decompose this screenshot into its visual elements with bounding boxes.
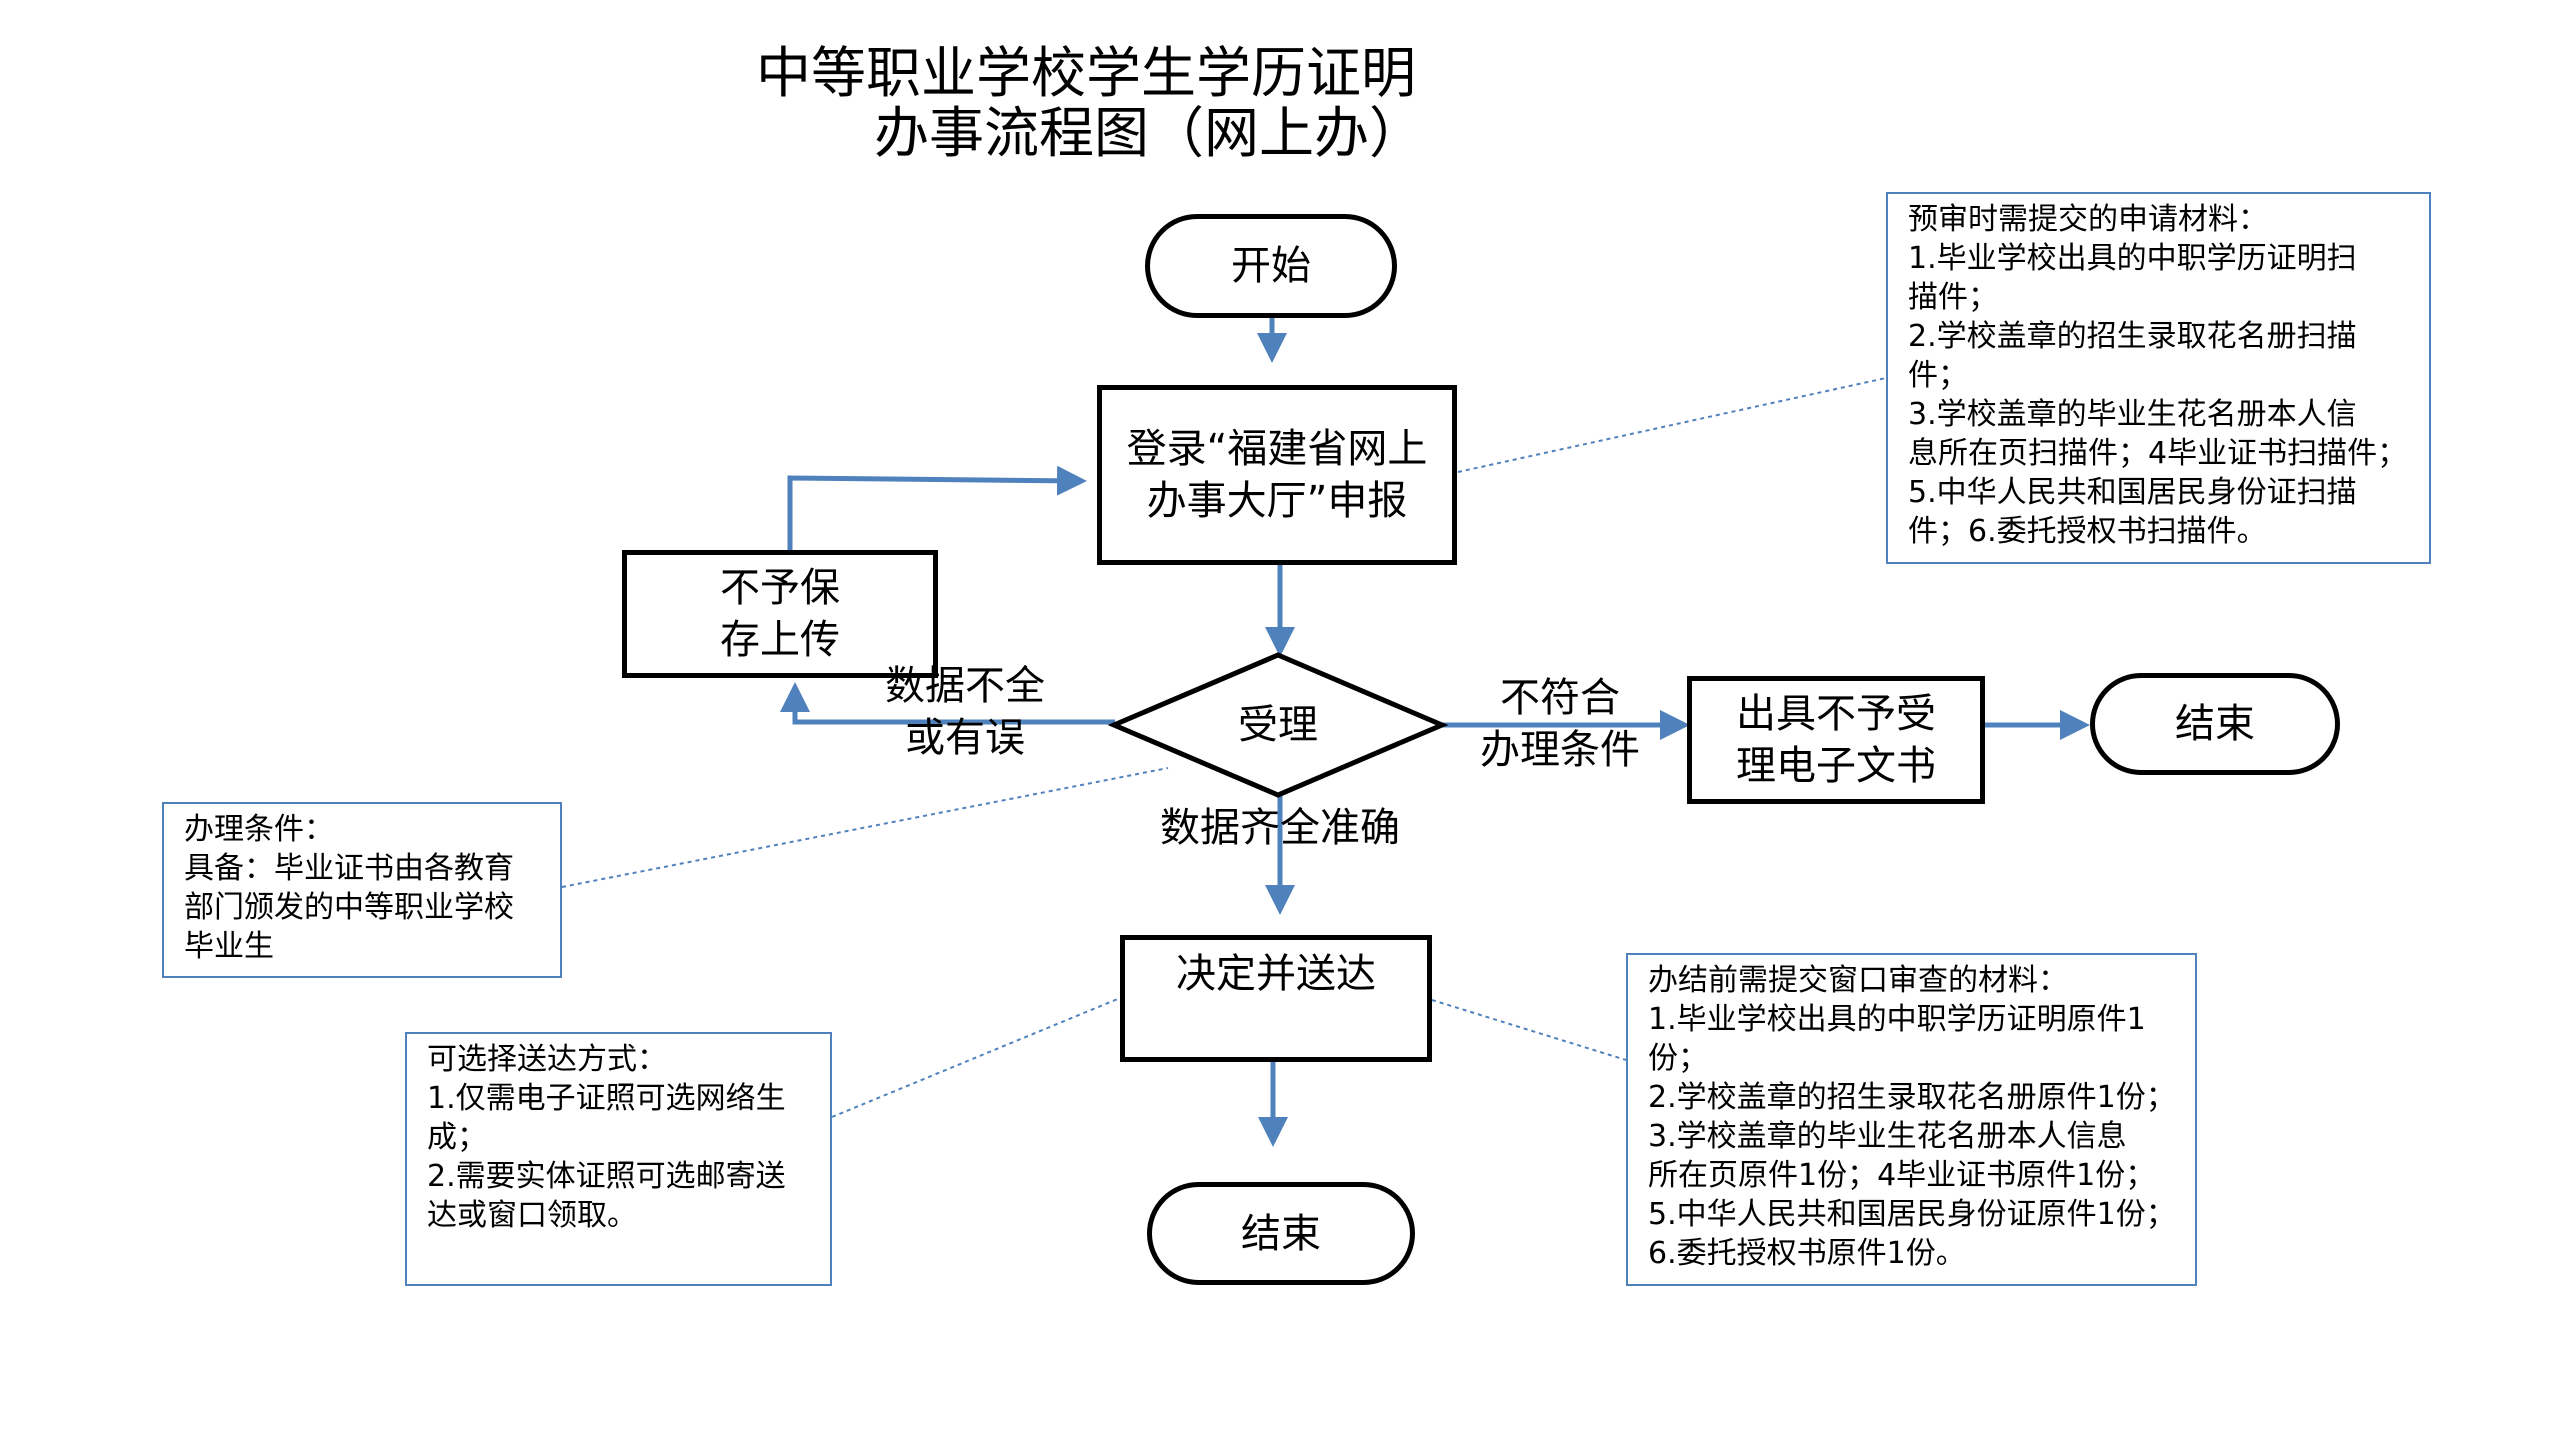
- arrow-accept-to-reject-save: [780, 682, 1115, 725]
- not-accept-doc-node: 出具不予受 理电子文书: [1687, 676, 1985, 804]
- note-delivery-line: 成；: [427, 1120, 487, 1155]
- note-final-materials-line: 2.学校盖章的招生录取花名册原件1份；: [1648, 1080, 2176, 1115]
- callout-line-pre-review: [1457, 377, 1887, 473]
- callout-line-delivery: [831, 997, 1121, 1118]
- note-final-materials-line: 3.学校盖章的毕业生花名册本人信息: [1648, 1119, 2127, 1154]
- end-node-right-label: 结束: [2175, 701, 2255, 747]
- login-node-label-line2: 办事大厅”申报: [1146, 478, 1408, 524]
- end-node-bottom: 结束: [1147, 1182, 1415, 1285]
- note-pre-review-line: 件；6.委托授权书扫描件。: [1908, 514, 2267, 549]
- end-node-right: 结束: [2090, 673, 2340, 775]
- note-conditions-line: 部门颁发的中等职业学校: [184, 890, 514, 925]
- login-node-label-line1: 登录“福建省网上: [1126, 426, 1428, 472]
- note-pre-review: 预审时需提交的申请材料： 1.毕业学校出具的中职学历证明扫 描件； 2.学校盖章…: [1886, 192, 2431, 564]
- note-pre-review-line: 1.毕业学校出具的中职学历证明扫: [1908, 241, 2357, 276]
- end-node-bottom-label: 结束: [1241, 1210, 1321, 1257]
- reject-save-label-line2: 存上传: [720, 617, 840, 663]
- edge-label-incomplete-line1: 数据不全: [885, 663, 1045, 709]
- note-final-materials-line: 办结前需提交窗口审查的材料：: [1648, 963, 2068, 998]
- edge-label-complete: 数据齐全准确: [1140, 802, 1420, 854]
- login-node: 登录“福建省网上 办事大厅”申报: [1097, 385, 1457, 565]
- accept-diamond-shape: [1107, 652, 1449, 798]
- accept-node-label: 受理: [1238, 702, 1318, 748]
- note-final-materials-line: 所在页原件1份；4毕业证书原件1份；: [1648, 1158, 2156, 1193]
- arrow-reject-save-to-login: [787, 465, 1087, 550]
- note-delivery-line: 可选择送达方式：: [427, 1042, 667, 1077]
- note-pre-review-line: 件；: [1908, 358, 1968, 393]
- note-delivery-line: 2.需要实体证照可选邮寄送: [427, 1159, 786, 1194]
- not-accept-doc-label-line1: 出具不予受: [1736, 691, 1936, 737]
- note-pre-review-line: 2.学校盖章的招生录取花名册扫描: [1908, 319, 2357, 354]
- reject-save-node: 不予保 存上传: [622, 550, 938, 678]
- accept-node: 受理: [1150, 695, 1406, 755]
- note-final-materials-line: 1.毕业学校出具的中职学历证明原件1: [1648, 1002, 2146, 1037]
- decide-deliver-label: 决定并送达: [1176, 951, 1376, 997]
- page-title-line1: 中等职业学校学生学历证明: [756, 41, 1417, 105]
- note-pre-review-line: 描件；: [1908, 280, 1998, 315]
- edge-label-incomplete-line2: 或有误: [905, 715, 1025, 761]
- note-final-materials-line: 6.委托授权书原件1份。: [1648, 1236, 1966, 1271]
- note-delivery-line: 达或窗口领取。: [427, 1198, 637, 1233]
- note-final-materials-line: 5.中华人民共和国居民身份证原件1份；: [1648, 1197, 2176, 1232]
- note-final-materials: 办结前需提交窗口审查的材料： 1.毕业学校出具的中职学历证明原件1 份； 2.学…: [1626, 953, 2197, 1286]
- edge-label-not-meet: 不符合 办理条件: [1470, 672, 1650, 776]
- callout-line-conditions: [561, 767, 1169, 888]
- page-title-line2: 办事流程图（网上办）: [874, 101, 1425, 165]
- note-conditions: 办理条件： 具备：毕业证书由各教育 部门颁发的中等职业学校 毕业生: [162, 802, 562, 978]
- decide-deliver-node: 决定并送达: [1120, 935, 1432, 1062]
- note-pre-review-line: 5.中华人民共和国居民身份证扫描: [1908, 475, 2357, 510]
- note-pre-review-line: 3.学校盖章的毕业生花名册本人信: [1908, 397, 2357, 432]
- callout-line-final-materials: [1431, 999, 1627, 1061]
- edge-label-incomplete: 数据不全 或有误: [875, 660, 1055, 764]
- note-pre-review-line: 息所在页扫描件；4毕业证书扫描件；: [1908, 436, 2408, 471]
- edge-label-complete-text: 数据齐全准确: [1160, 805, 1400, 851]
- note-final-materials-line: 份；: [1648, 1041, 1708, 1076]
- not-accept-doc-label-line2: 理电子文书: [1736, 743, 1936, 789]
- note-pre-review-line: 预审时需提交的申请材料：: [1908, 202, 2268, 237]
- note-delivery-line: 1.仅需电子证照可选网络生: [427, 1081, 786, 1116]
- start-node-label: 开始: [1231, 243, 1311, 289]
- note-conditions-line: 具备：毕业证书由各教育: [184, 851, 514, 886]
- note-conditions-line: 毕业生: [184, 929, 274, 964]
- reject-save-label-line1: 不予保: [720, 565, 840, 611]
- note-conditions-line: 办理条件：: [184, 812, 334, 847]
- edge-label-not-meet-line2: 办理条件: [1480, 727, 1640, 773]
- start-node: 开始: [1145, 214, 1397, 318]
- edge-label-not-meet-line1: 不符合: [1500, 675, 1620, 721]
- note-delivery: 可选择送达方式： 1.仅需电子证照可选网络生 成； 2.需要实体证照可选邮寄送 …: [405, 1032, 832, 1286]
